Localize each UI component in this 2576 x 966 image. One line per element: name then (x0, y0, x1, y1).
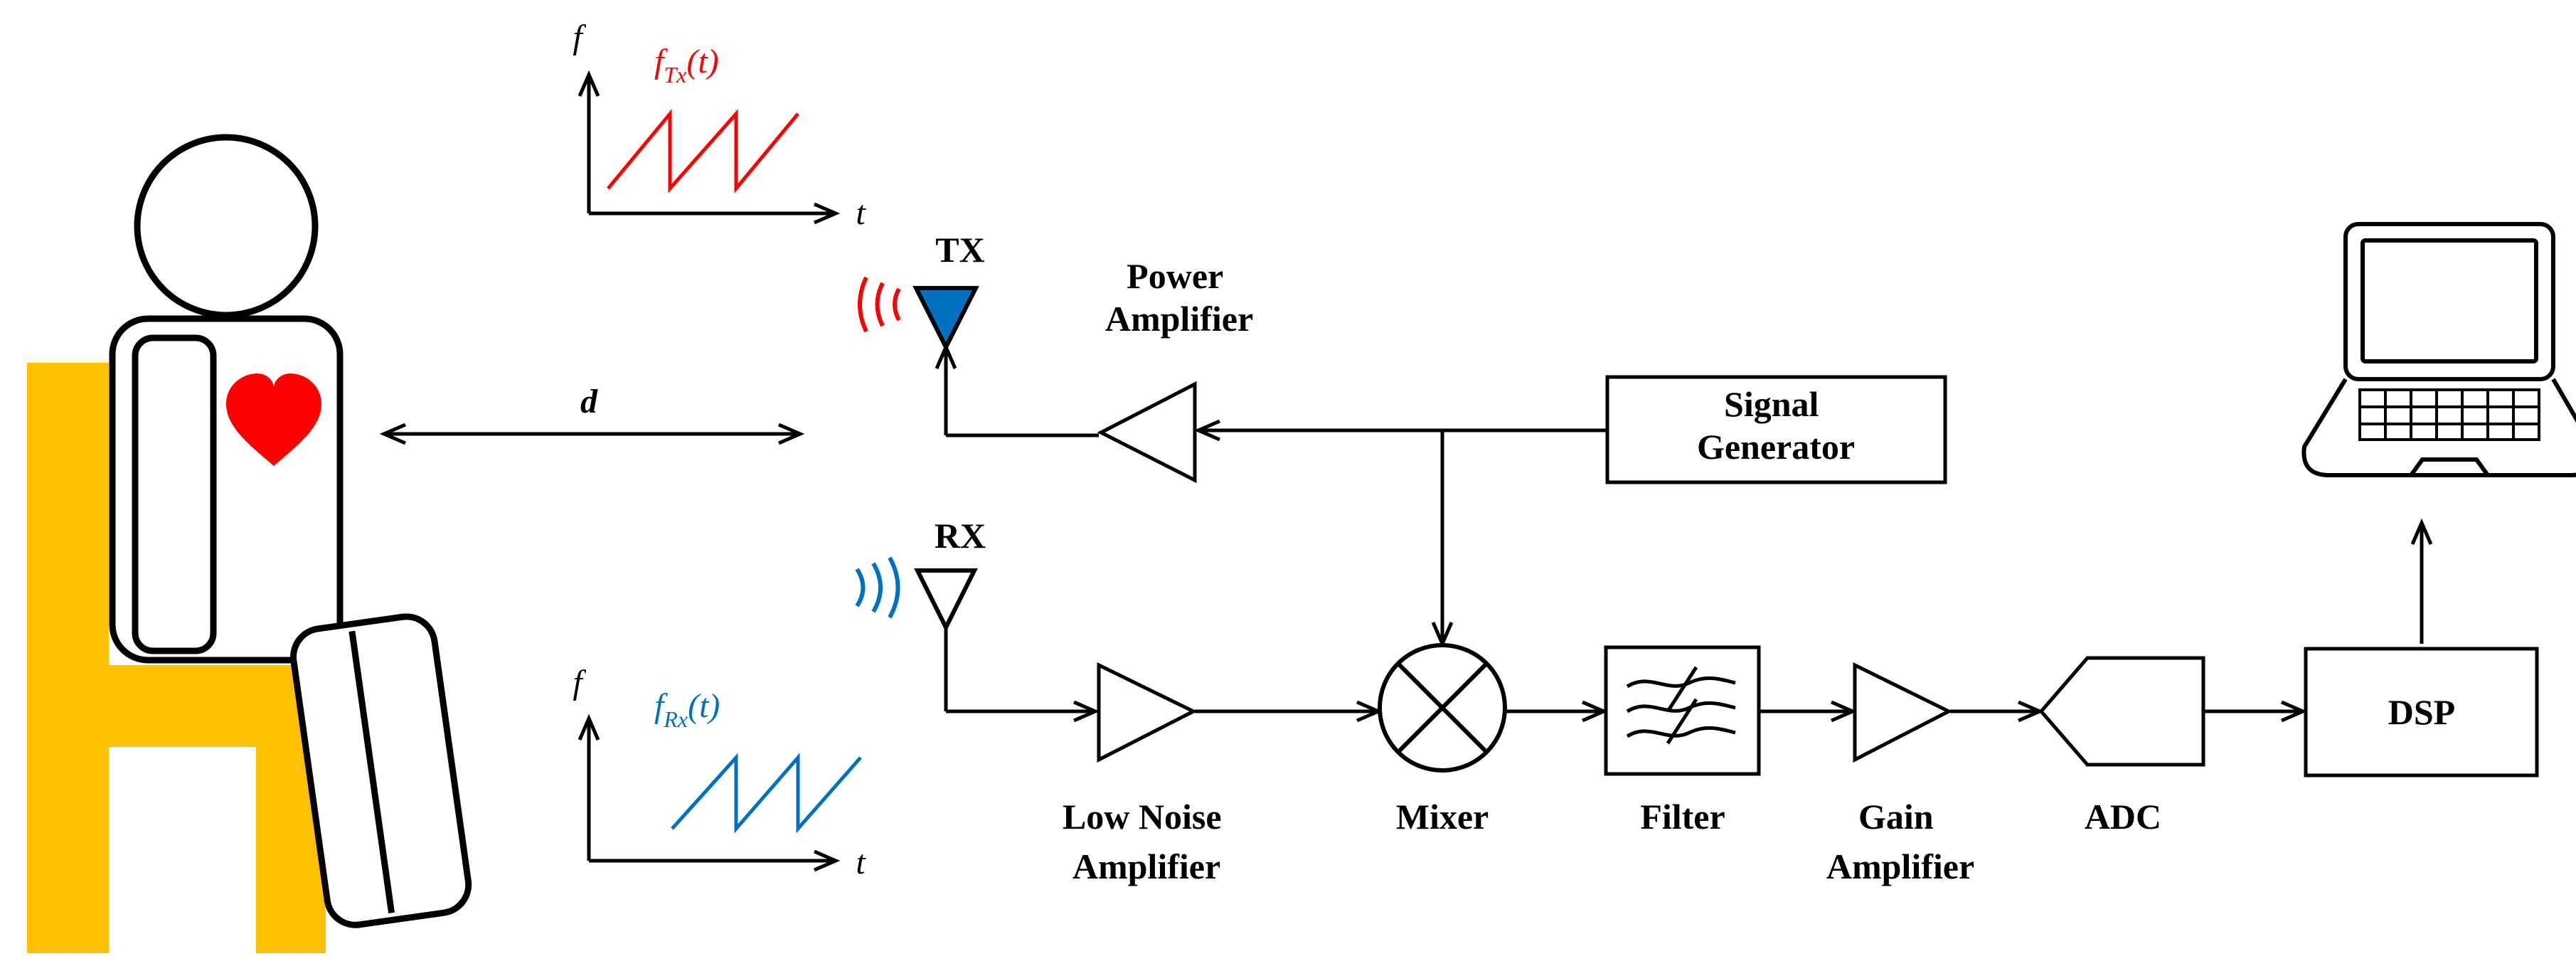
dsp-label: DSP (2388, 692, 2455, 732)
rx-chirp-signal (671, 753, 862, 834)
mixer-x-circle-icon (1378, 643, 1507, 773)
tx-chart-x-label: t (856, 194, 866, 232)
low-noise-amplifier-symbol (1097, 662, 1198, 763)
power-amplifier-label-line1: Power (1127, 256, 1223, 296)
heart-icon (226, 373, 321, 466)
tx-antenna-icon (912, 286, 979, 435)
signal-generator-label-line1: Signal (1724, 384, 1819, 424)
tx-chirp-signal (607, 109, 799, 193)
gain-amplifier-label-line1: Gain (1858, 797, 1934, 837)
rx-chain-wires (946, 523, 2422, 711)
tx-signal-label-sub: Tx (664, 62, 686, 87)
rx-chart-x-label: t (856, 844, 866, 881)
person-leg (290, 613, 472, 928)
filter-waves-icon (1604, 645, 1761, 776)
rx-signal-label-sub: Rx (663, 706, 688, 732)
gain-amplifier-label: Gain Amplifier (1826, 797, 1974, 886)
rx-chart-y-label: f (573, 664, 586, 701)
tx-signal-label: fTx(t) (654, 43, 719, 87)
rx-signal-label-tail: (t) (688, 687, 720, 725)
low-noise-amplifier-label-line2: Amplifier (1073, 846, 1220, 886)
distance-label: d (580, 383, 598, 420)
adc-symbol (2038, 656, 2205, 767)
person-arm (132, 334, 217, 654)
tx-chirp-chart (589, 75, 836, 213)
signal-generator-label: Signal Generator (1697, 384, 1855, 467)
person-head (134, 134, 319, 319)
rx-chirp-chart (589, 718, 862, 861)
tx-chart-y-label: f (573, 18, 586, 56)
tx-radio-waves-icon (858, 276, 901, 333)
adc-label: ADC (2085, 797, 2161, 837)
tx-chain-wires (946, 430, 1607, 644)
signal-generator-box (1605, 375, 1947, 484)
mixer-label: Mixer (1396, 797, 1489, 837)
chair-icon (27, 363, 326, 953)
dsp-box (2304, 647, 2539, 777)
low-noise-amplifier-label-line1: Low Noise (1063, 797, 1222, 837)
gain-amplifier-label-line2: Amplifier (1826, 846, 1974, 886)
rx-signal-label: fRx(t) (654, 687, 720, 732)
low-noise-amplifier-label: Low Noise Amplifier (1063, 797, 1230, 886)
power-amplifier-label-line2: Amplifier (1105, 299, 1253, 339)
gain-amplifier-symbol (1853, 662, 1953, 763)
rx-radio-waves-icon (855, 556, 900, 619)
tx-antenna-label: TX (935, 230, 984, 270)
rx-antenna-label: RX (935, 516, 986, 556)
rx-antenna-icon (914, 568, 978, 711)
power-amplifier-label: Power Amplifier (1105, 256, 1253, 339)
tx-signal-label-tail: (t) (686, 43, 718, 80)
laptop-icon (2301, 222, 2576, 477)
filter-label: Filter (1640, 797, 1725, 837)
signal-generator-label-line2: Generator (1697, 427, 1855, 467)
power-amplifier-symbol (1097, 381, 1197, 484)
